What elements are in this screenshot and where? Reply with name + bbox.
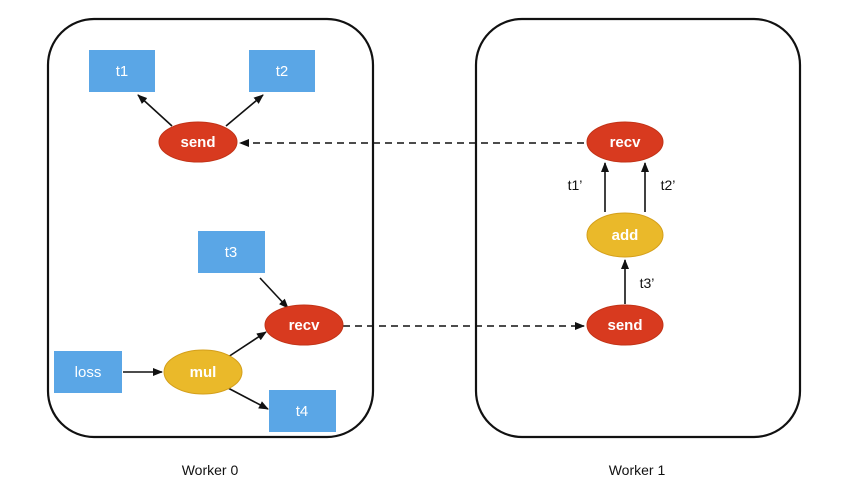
edge-send-to-t1 — [137, 94, 173, 127]
op-label: send — [180, 134, 215, 151]
op-label: add — [612, 227, 639, 244]
op-label: mul — [190, 364, 217, 381]
op-node-w0-send: send — [158, 121, 238, 163]
edge-send-to-t2 — [225, 94, 264, 127]
edges-layer — [123, 94, 649, 410]
worker0-label: Worker 0 — [182, 462, 239, 478]
op-label: recv — [289, 317, 321, 334]
tensor-box-loss: loss — [54, 351, 122, 393]
worker0-container — [46, 17, 375, 439]
tensor-label: t2 — [276, 63, 289, 80]
worker1-label: Worker 1 — [609, 462, 666, 478]
tensor-label: t3 — [225, 244, 238, 261]
edge-label-t3-prime: t3’ — [640, 275, 655, 291]
op-label: send — [607, 317, 642, 334]
edge-label-t2-prime: t2’ — [661, 177, 676, 193]
op-node-w0-recv: recv — [264, 304, 344, 346]
worker1-container — [474, 17, 802, 439]
op-node-w1-add: add — [586, 212, 664, 258]
edge-label-t1-prime: t1’ — [568, 177, 583, 193]
op-node-w1-recv: recv — [586, 121, 664, 163]
edge-mul-to-recv — [227, 331, 267, 358]
tensor-box-t3: t3 — [198, 231, 265, 273]
tensor-label: loss — [75, 364, 102, 381]
tensor-box-t1: t1 — [89, 50, 155, 92]
op-node-w0-mul: mul — [163, 349, 243, 395]
tensor-box-t4: t4 — [269, 390, 336, 432]
op-label: recv — [610, 134, 642, 151]
op-node-w1-send: send — [586, 304, 664, 346]
tensor-box-t2: t2 — [249, 50, 315, 92]
edge-t3-to-recv — [259, 277, 289, 309]
tensor-label: t4 — [296, 403, 309, 420]
edge-mul-to-t4 — [227, 387, 269, 410]
tensor-label: t1 — [116, 63, 129, 80]
